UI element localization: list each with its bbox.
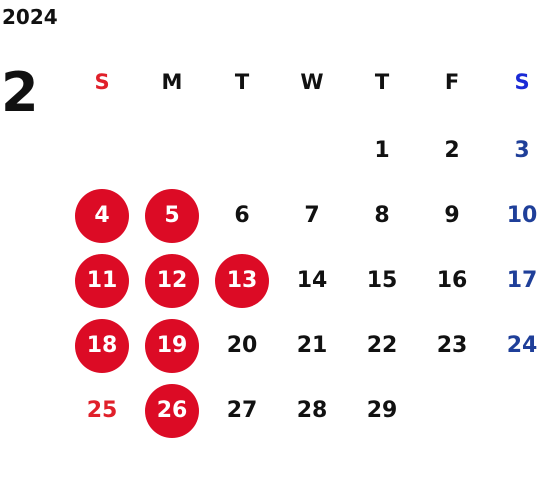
weekday-header-sunday-0: S bbox=[94, 70, 110, 94]
day-cell[interactable]: 1 bbox=[374, 138, 390, 163]
day-cell[interactable]: 21 bbox=[296, 333, 328, 358]
day-cell[interactable]: 10 bbox=[506, 203, 538, 228]
weekday-header-weekday-4: T bbox=[374, 70, 390, 94]
day-cell[interactable]: 25 bbox=[86, 398, 118, 423]
day-cell[interactable]: 16 bbox=[436, 268, 468, 293]
day-cell[interactable]: 8 bbox=[374, 203, 390, 228]
holiday-day-cell[interactable]: 19 bbox=[145, 319, 199, 373]
holiday-day-cell[interactable]: 4 bbox=[75, 189, 129, 243]
holiday-day-cell[interactable]: 5 bbox=[145, 189, 199, 243]
day-cell[interactable]: 28 bbox=[296, 398, 328, 423]
holiday-day-cell[interactable]: 12 bbox=[145, 254, 199, 308]
day-cell[interactable]: 15 bbox=[366, 268, 398, 293]
day-cell[interactable]: 7 bbox=[304, 203, 320, 228]
weekday-header-weekday-5: F bbox=[444, 70, 460, 94]
holiday-day-cell[interactable]: 13 bbox=[215, 254, 269, 308]
day-cell[interactable]: 17 bbox=[506, 268, 538, 293]
day-cell[interactable]: 3 bbox=[514, 138, 530, 163]
day-cell[interactable]: 23 bbox=[436, 333, 468, 358]
weekday-header-weekday-2: T bbox=[234, 70, 250, 94]
day-cell[interactable]: 6 bbox=[234, 203, 250, 228]
holiday-day-cell[interactable]: 11 bbox=[75, 254, 129, 308]
day-cell[interactable]: 20 bbox=[226, 333, 258, 358]
holiday-day-cell[interactable]: 18 bbox=[75, 319, 129, 373]
month-number: 2 bbox=[1, 61, 39, 124]
day-cell[interactable]: 14 bbox=[296, 268, 328, 293]
day-cell[interactable]: 29 bbox=[366, 398, 398, 423]
holiday-day-cell[interactable]: 26 bbox=[145, 384, 199, 438]
year-label: 2024 bbox=[2, 5, 58, 29]
weekday-header-saturday-6: S bbox=[514, 70, 530, 94]
day-cell[interactable]: 22 bbox=[366, 333, 398, 358]
weekday-header-weekday-1: M bbox=[161, 70, 183, 94]
day-cell[interactable]: 2 bbox=[444, 138, 460, 163]
weekday-header-weekday-3: W bbox=[300, 70, 324, 94]
day-cell[interactable]: 9 bbox=[444, 203, 460, 228]
day-cell[interactable]: 24 bbox=[506, 333, 538, 358]
day-cell[interactable]: 27 bbox=[226, 398, 258, 423]
